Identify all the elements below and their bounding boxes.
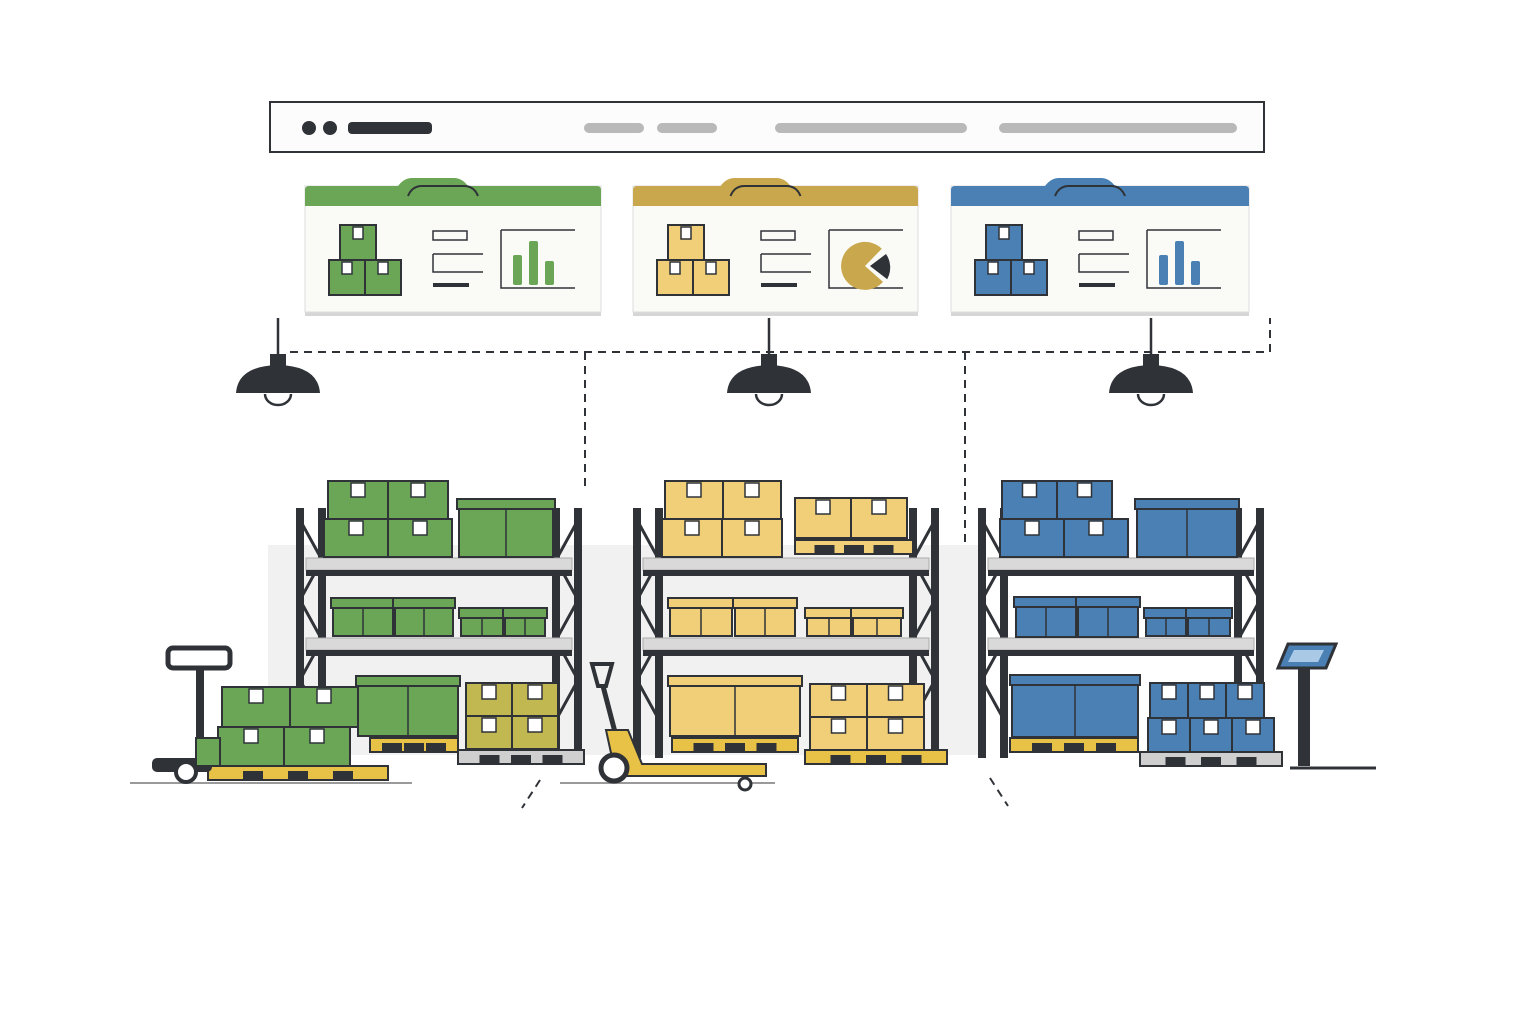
- text-placeholder-lines: [1078, 230, 1129, 287]
- pie-slice: [870, 254, 891, 280]
- box-icon: [866, 716, 925, 751]
- dashboard-card-blue: [950, 178, 1250, 316]
- box-icon: [458, 607, 506, 637]
- chart-bar: [513, 255, 522, 285]
- box-icon: [661, 518, 723, 558]
- box-icon: [850, 607, 904, 637]
- pallet: [794, 539, 914, 555]
- ceiling-lamp-icon: [1109, 318, 1193, 407]
- box-icon: [667, 675, 803, 737]
- bar-chart-icon: [1146, 229, 1221, 289]
- box-icon: [465, 682, 513, 717]
- card-header: [951, 178, 1249, 206]
- box-icon: [327, 480, 389, 520]
- shelf: [305, 637, 573, 651]
- box-icon: [1189, 717, 1233, 753]
- box-icon: [1185, 607, 1233, 637]
- box-icon: [664, 480, 724, 520]
- box-icon: [1187, 682, 1227, 719]
- scanner-kiosk-icon: [1275, 642, 1339, 766]
- pallet: [804, 749, 948, 765]
- boxes-icon: [974, 224, 1048, 296]
- chart-bar: [529, 241, 538, 285]
- dashed-connector-lines: [290, 318, 1271, 809]
- dashboard-card-yellow: [632, 178, 919, 316]
- box-icon: [809, 716, 868, 751]
- box-icon: [1134, 498, 1240, 558]
- pie-chart-icon: [828, 229, 903, 290]
- card-header: [305, 178, 601, 206]
- box-icon: [850, 497, 908, 539]
- pallet: [457, 749, 585, 765]
- chart-bar: [545, 261, 554, 285]
- box-icon: [804, 607, 854, 637]
- box-icon: [387, 480, 449, 520]
- browser-window-icon: [269, 101, 1265, 153]
- pallet: [1009, 737, 1139, 753]
- box-icon: [1231, 717, 1275, 753]
- storage-rack-icon: [633, 508, 939, 758]
- box-icon: [355, 675, 461, 737]
- box-icon: [1056, 480, 1113, 520]
- box-icon: [722, 480, 782, 520]
- box-icon: [667, 597, 735, 637]
- pie-slice: [841, 241, 883, 290]
- box-icon: [1149, 682, 1189, 719]
- chart-bar: [1175, 241, 1184, 285]
- box-icon: [1063, 518, 1129, 558]
- pallet: [369, 737, 459, 753]
- dashboard-card-green: [304, 178, 602, 316]
- card-header: [633, 178, 918, 206]
- box-icon: [732, 597, 798, 637]
- boxes-icon: [656, 224, 730, 296]
- box-icon: [511, 682, 559, 717]
- shelf: [987, 637, 1255, 651]
- box-icon: [1009, 674, 1141, 738]
- box-icon: [289, 686, 359, 728]
- boxes-icon: [328, 224, 402, 296]
- box-icon: [392, 597, 456, 637]
- pallet: [671, 737, 799, 753]
- chart-bar: [1159, 255, 1168, 285]
- storage-rack-icon: [978, 508, 1264, 758]
- box-icon: [1013, 596, 1079, 638]
- shelf: [305, 557, 573, 571]
- shelf: [642, 637, 930, 651]
- chart-bar: [1191, 261, 1200, 285]
- pallet-jack-icon: [589, 662, 767, 792]
- box-icon: [217, 726, 285, 768]
- box-icon: [502, 607, 548, 637]
- pallet-jack-icon: [152, 645, 233, 784]
- box-icon: [1143, 607, 1189, 637]
- box-icon: [323, 518, 389, 558]
- bar-chart-icon: [500, 229, 575, 289]
- shelf: [987, 557, 1255, 571]
- ceiling-lamp-icon: [236, 318, 320, 407]
- box-icon: [456, 498, 556, 558]
- box-icon: [511, 715, 559, 750]
- box-icon: [1075, 596, 1141, 638]
- shelf: [642, 557, 930, 571]
- box-icon: [330, 597, 396, 637]
- box-icon: [465, 715, 513, 750]
- text-placeholder-lines: [432, 230, 483, 287]
- text-placeholder-lines: [760, 230, 811, 287]
- box-icon: [721, 518, 783, 558]
- pallet: [207, 765, 389, 781]
- box-icon: [1001, 480, 1058, 520]
- box-icon: [1147, 717, 1191, 753]
- box-icon: [387, 518, 453, 558]
- box-icon: [283, 726, 351, 768]
- box-icon: [866, 683, 925, 718]
- box-icon: [809, 683, 868, 718]
- pallet: [1139, 751, 1283, 767]
- box-icon: [999, 518, 1065, 558]
- box-icon: [1225, 682, 1265, 719]
- box-icon: [794, 497, 852, 539]
- ceiling-lamp-icon: [727, 318, 811, 407]
- box-icon: [221, 686, 291, 728]
